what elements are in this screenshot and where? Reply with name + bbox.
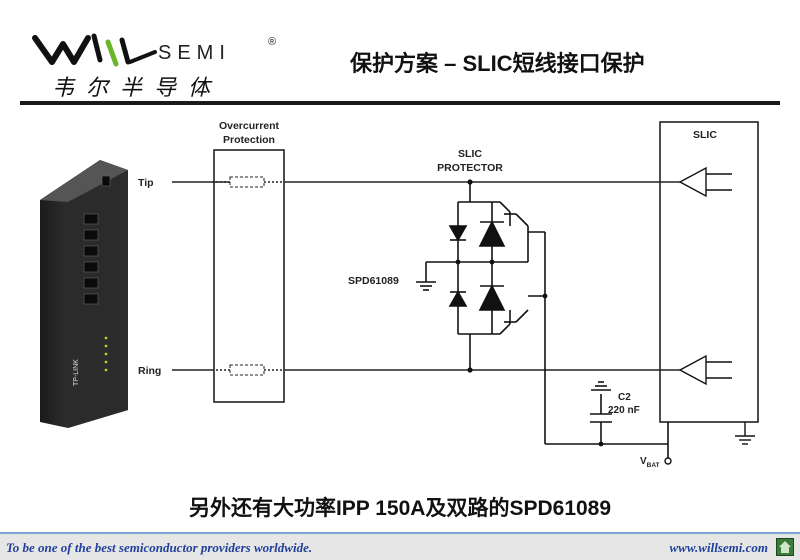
vbat-terminal <box>664 457 672 465</box>
tip-label: Tip <box>138 177 154 189</box>
logo-registered-mark: ® <box>268 36 277 48</box>
overcurrent-label-line2: Protection <box>223 134 275 146</box>
part-number-label: SPD61089 <box>348 275 399 287</box>
logo-brand-text: SEMI <box>158 42 231 64</box>
overcurrent-label-line1: Overcurrent <box>219 120 280 132</box>
protector-label-line1: SLIC <box>458 148 482 160</box>
capacitor-value-label: 220 nF <box>608 405 640 416</box>
company-logo: SEMI ® 韦尔半导体 <box>30 30 276 101</box>
footer-bar: To be one of the best semiconductor prov… <box>0 532 800 560</box>
ring-label: Ring <box>138 365 161 377</box>
router-device-image: TP-LINK <box>40 160 128 428</box>
protector-label-line2: PROTECTOR <box>437 162 503 174</box>
slic-block <box>659 121 759 423</box>
footer-slogan: To be one of the best semiconductor prov… <box>6 540 313 555</box>
overcurrent-protection-block <box>213 149 285 403</box>
capacitor-name-label: C2 <box>618 392 631 403</box>
slic-protection-schematic: Overcurrent Protection Tip Ring SLIC PRO… <box>138 120 759 469</box>
ring-fuse-element <box>229 364 265 376</box>
slide-caption: 另外还有大功率IPP 150A及双路的SPD61089 <box>188 497 612 520</box>
tip-amplifier-icon <box>678 166 707 198</box>
logo-swoosh-icon <box>32 33 157 67</box>
home-icon <box>779 541 791 553</box>
vbat-label: VBAT <box>640 456 660 469</box>
spd61089-protector <box>416 182 545 370</box>
ring-amplifier-icon <box>678 354 707 386</box>
slic-block-label: SLIC <box>693 129 717 141</box>
tip-fuse-element <box>229 176 265 188</box>
home-button[interactable] <box>776 538 794 556</box>
slide-title: 保护方案 – SLIC短线接口保护 <box>350 51 645 76</box>
title-divider <box>20 101 780 105</box>
router-brand-text: TP-LINK <box>73 359 80 386</box>
logo-chinese-name: 韦尔半导体 <box>52 76 223 101</box>
vbat-net <box>544 232 669 458</box>
footer-url-link[interactable]: www.willsemi.com <box>669 540 768 555</box>
